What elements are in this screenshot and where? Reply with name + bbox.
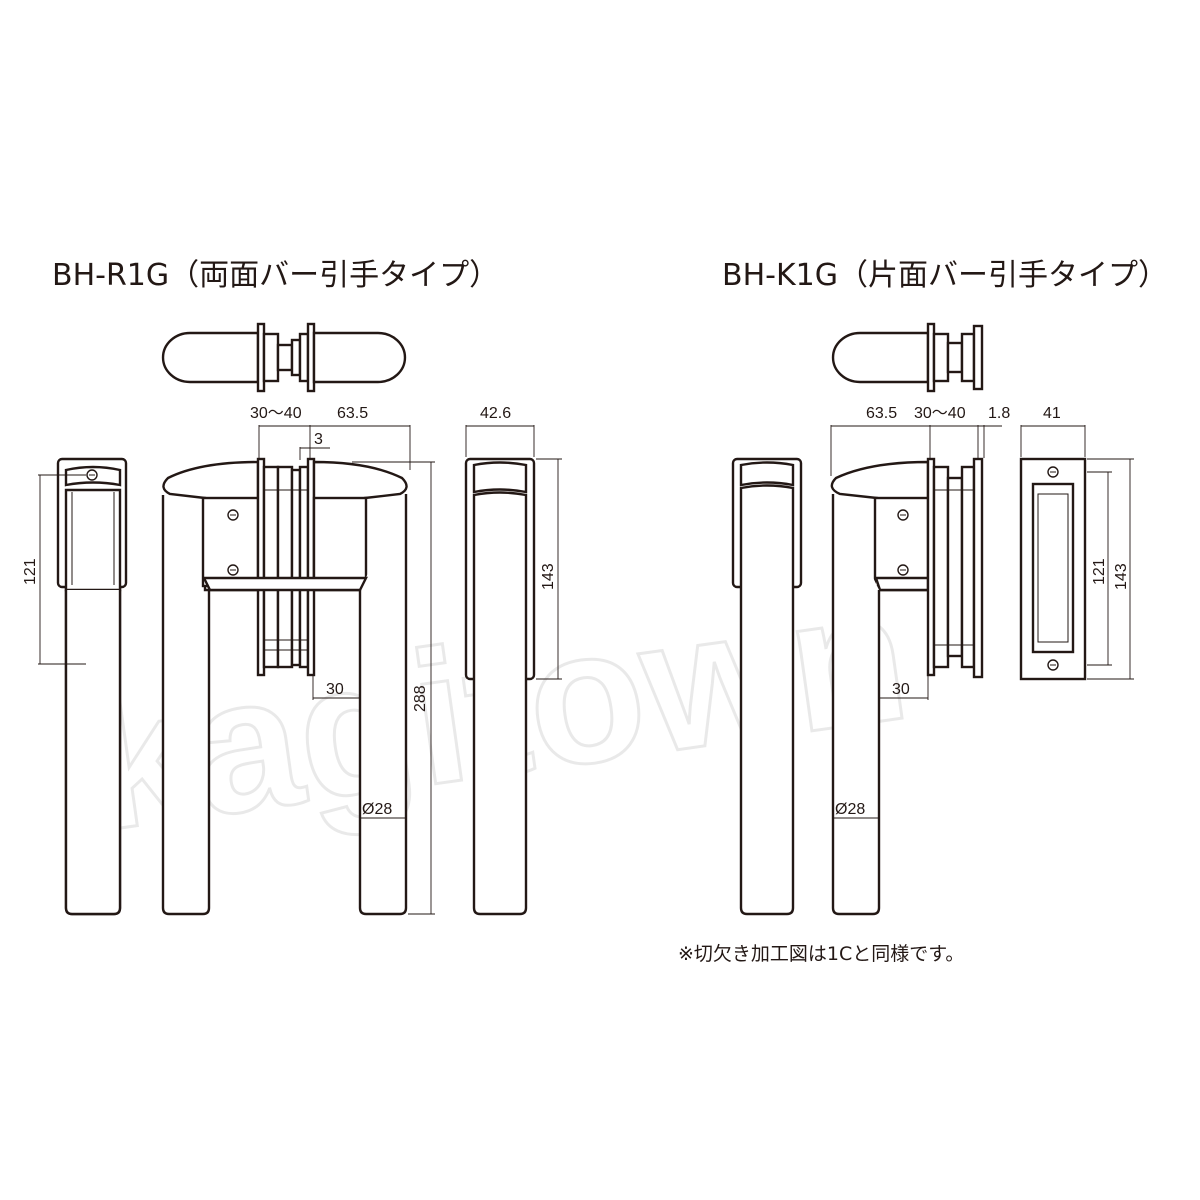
svg-text:Ø28: Ø28 bbox=[362, 801, 392, 818]
left-top-view bbox=[161, 322, 407, 393]
svg-text:288: 288 bbox=[412, 685, 429, 712]
right-side-view bbox=[830, 457, 984, 916]
svg-text:143: 143 bbox=[1113, 563, 1130, 590]
svg-text:143: 143 bbox=[540, 563, 557, 590]
svg-text:30: 30 bbox=[892, 681, 910, 698]
svg-text:30～40: 30～40 bbox=[914, 405, 966, 422]
svg-text:41: 41 bbox=[1043, 405, 1061, 422]
svg-text:1.8: 1.8 bbox=[988, 405, 1010, 422]
left-side-view bbox=[161, 457, 408, 916]
svg-text:63.5: 63.5 bbox=[337, 405, 368, 422]
svg-text:121: 121 bbox=[1091, 558, 1108, 585]
left-dims-top: 30～40 63.5 3 30 288 Ø28 bbox=[250, 405, 435, 915]
svg-text:30: 30 bbox=[326, 681, 344, 698]
left-dims-rear: 42.6 143 bbox=[465, 405, 562, 680]
right-dims-plate: 41 121 143 bbox=[1020, 405, 1134, 680]
left-title: BH-R1G（両面バー引手タイプ） bbox=[52, 258, 499, 293]
right-front-handle bbox=[731, 457, 803, 916]
left-dim-121: 121 bbox=[22, 474, 86, 665]
right-dims-top: 63.5 30～40 1.8 30 Ø28 bbox=[830, 405, 1010, 819]
right-note: ※切欠き加工図は1Cと同様です。 bbox=[678, 943, 964, 965]
left-rear-handle bbox=[464, 457, 536, 916]
svg-text:Ø28: Ø28 bbox=[835, 801, 865, 818]
right-top-view bbox=[831, 322, 984, 393]
svg-text:30～40: 30～40 bbox=[250, 405, 302, 422]
svg-text:121: 121 bbox=[22, 558, 39, 585]
svg-text:63.5: 63.5 bbox=[866, 405, 897, 422]
right-escutcheon-plate bbox=[1019, 457, 1087, 681]
svg-text:42.6: 42.6 bbox=[480, 405, 511, 422]
svg-text:3: 3 bbox=[314, 431, 323, 448]
left-front-handle bbox=[56, 457, 128, 916]
right-title: BH-K1G（片面バー引手タイプ） bbox=[722, 258, 1168, 293]
